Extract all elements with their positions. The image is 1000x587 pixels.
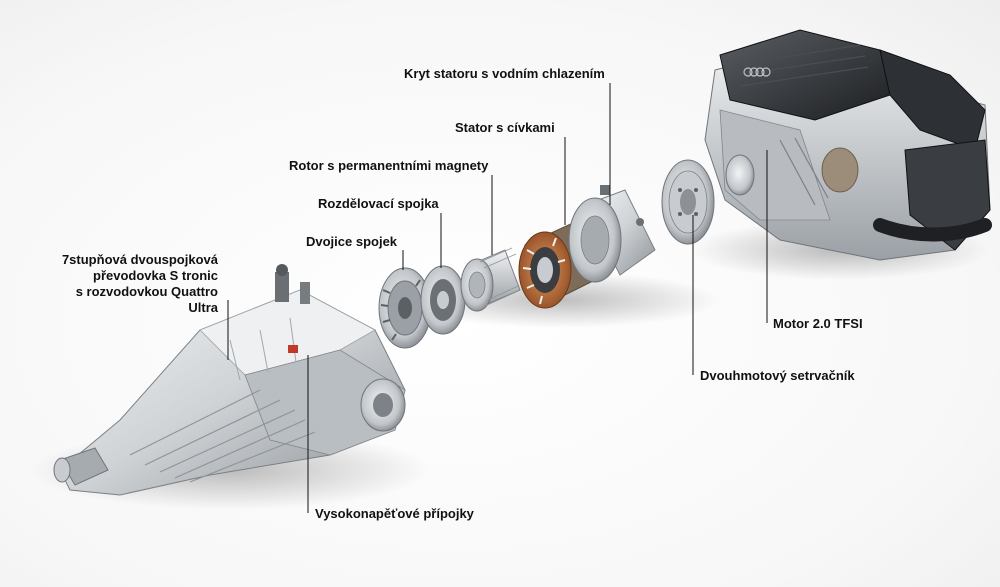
- engine: [704, 29, 992, 261]
- label-stator-housing: Kryt statoru s vodním chlazením: [404, 66, 605, 81]
- brand-rings-icon: [743, 67, 771, 77]
- label-gearbox-line4: Ultra: [188, 300, 218, 315]
- stator-housing-part: [568, 185, 656, 283]
- label-stator: Stator s cívkami: [455, 120, 555, 135]
- label-dual-clutch: Dvojice spojek: [306, 234, 398, 249]
- label-gearbox-line2: převodovka S tronic: [93, 268, 218, 283]
- label-rotor: Rotor s permanentními magnety: [289, 158, 489, 173]
- leader-lines: [227, 83, 768, 513]
- label-gearbox-line3: s rozvodovkou Quattro: [75, 284, 218, 299]
- flywheel-part: [661, 159, 715, 245]
- gearbox: [53, 264, 406, 496]
- label-hv-connectors: Vysokonapěťové přípojky: [315, 506, 474, 521]
- label-separating-clutch: Rozdělovací spojka: [318, 196, 439, 211]
- label-flywheel: Dvouhmotový setrvačník: [700, 368, 855, 383]
- label-gearbox-line1: 7stupňová dvouspojková: [61, 252, 218, 267]
- label-engine: Motor 2.0 TFSI: [773, 316, 863, 331]
- label-gearbox: 7stupňová dvouspojková převodovka S tron…: [40, 252, 218, 316]
- separating-clutch-part: [420, 265, 466, 335]
- rotor-part: [460, 247, 521, 312]
- dual-clutch-part: [378, 267, 432, 349]
